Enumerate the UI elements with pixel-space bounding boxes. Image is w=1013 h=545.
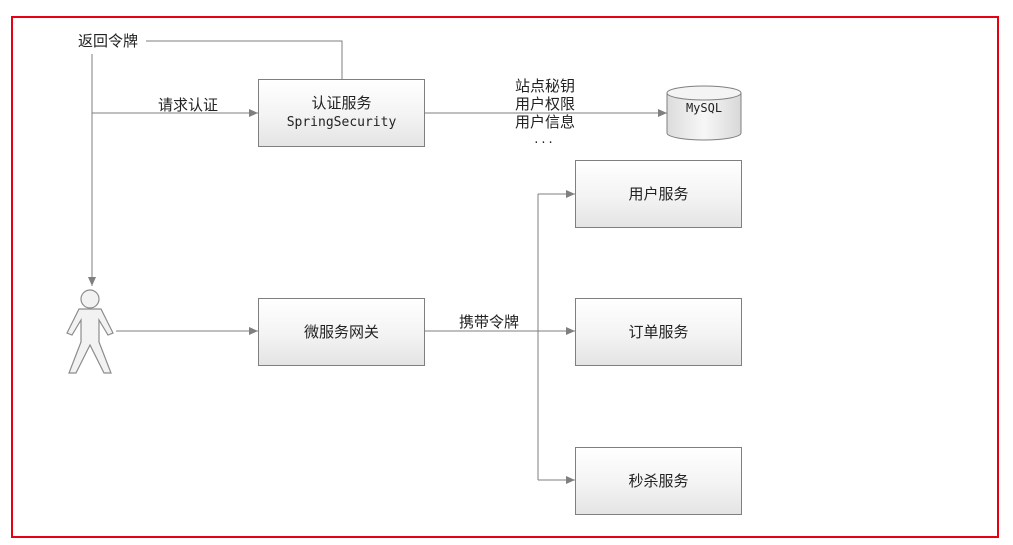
db-contents-list: 站点秘钥 用户权限 用户信息 ... [515,77,575,149]
auth-service-title: 认证服务 [311,94,372,112]
mysql-database-icon [666,85,742,141]
request-auth-label: 请求认证 [158,96,219,114]
return-token-label: 返回令牌 [78,32,139,50]
seckill-service-label: 秒杀服务 [628,472,689,490]
order-service-label: 订单服务 [628,323,689,341]
gateway-box[interactable]: 微服务网关 [258,298,425,366]
seckill-service-box[interactable]: 秒杀服务 [575,447,742,515]
carry-token-label: 携带令牌 [459,313,520,331]
auth-service-box[interactable]: 认证服务 SpringSecurity [258,79,425,147]
gateway-label: 微服务网关 [303,323,379,341]
db-item-site-key: 站点秘钥 [514,77,576,95]
user-actor-icon [66,289,114,374]
diagram-frame [11,16,999,538]
return-token-line [146,40,343,79]
user-service-label: 用户服务 [628,185,689,203]
db-item-ellipsis: ... [534,132,556,147]
auth-service-subtitle: SpringSecurity [286,115,397,130]
user-service-box[interactable]: 用户服务 [575,160,742,228]
db-item-user-info: 用户信息 [514,113,576,131]
db-item-user-permission: 用户权限 [514,95,576,113]
order-service-box[interactable]: 订单服务 [575,298,742,366]
mysql-label: MySQL [685,101,723,115]
